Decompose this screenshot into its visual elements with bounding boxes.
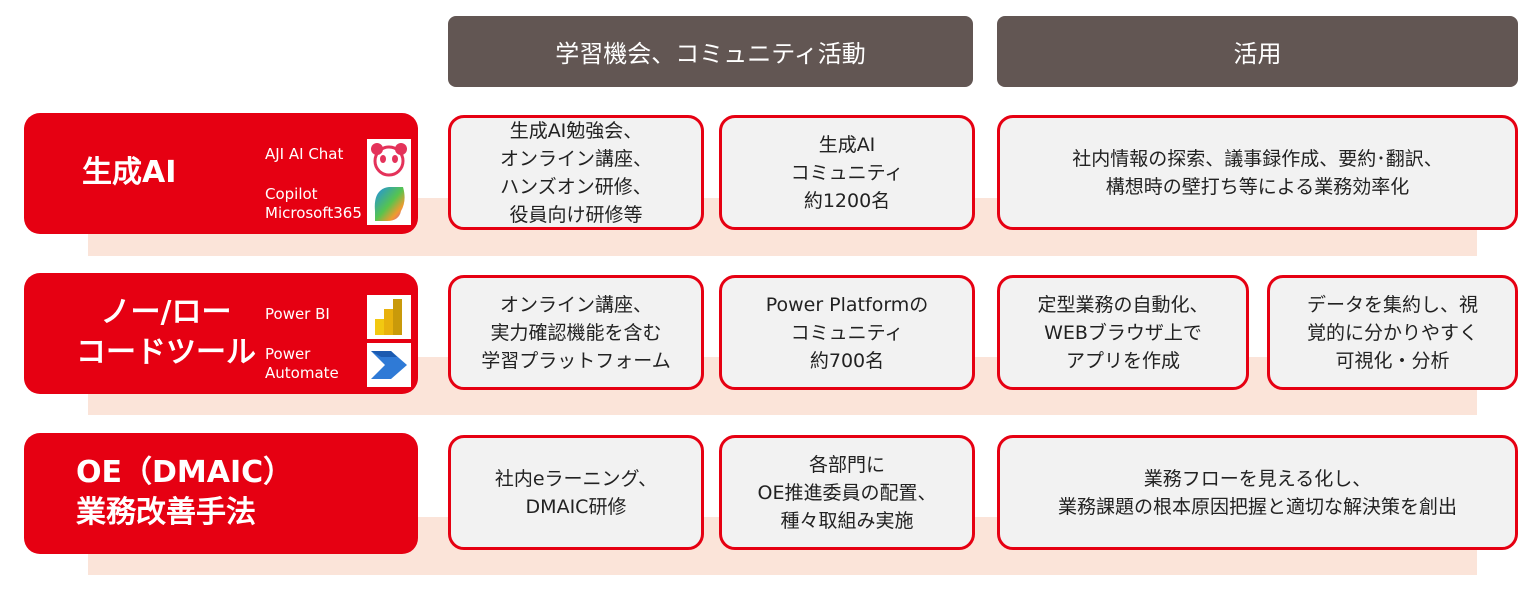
cell-community: 生成AI コミュニティ 約1200名 — [719, 115, 975, 230]
cell-usage: 業務フローを見える化し、 業務課題の根本原因把握と適切な解決策を創出 — [997, 435, 1518, 550]
row-title: ノー/ロー コードツール — [76, 295, 256, 370]
cell-usage: 社内情報の探索、議事録作成、要約･翻訳、 構想時の壁打ち等による業務効率化 — [997, 115, 1518, 230]
row-header-generative-ai: 生成AI AJI AI Chat Copilot Microsoft365 — [24, 113, 418, 234]
cell-learning: オンライン講座、 実力確認機能を含む 学習プラットフォーム — [448, 275, 704, 390]
row-title: 生成AI — [82, 155, 177, 190]
tool-label: Power BI — [265, 305, 330, 323]
cell-learning: 生成AI勉強会、 オンライン講座、 ハンズオン研修、 役員向け研修等 — [448, 115, 704, 230]
header-learning: 学習機会、コミュニティ活動 — [448, 16, 973, 87]
cell-usage: 定型業務の自動化、 WEBブラウザ上で アプリを作成 — [997, 275, 1249, 390]
row-title: OE（DMAIC） 業務改善手法 — [76, 455, 294, 530]
row-header-low-code: ノー/ロー コードツール Power BI Power Automate — [24, 273, 418, 394]
cell-usage: データを集約し、視 覚的に分かりやすく 可視化・分析 — [1267, 275, 1518, 390]
row-header-oe-dmaic: OE（DMAIC） 業務改善手法 — [24, 433, 418, 554]
tool-label: AJI AI Chat — [265, 145, 344, 163]
copilot-icon — [367, 181, 411, 225]
panda-chat-icon — [367, 139, 411, 183]
cell-learning: 社内eラーニング、 DMAIC研修 — [448, 435, 704, 550]
power-bi-icon — [367, 295, 411, 339]
cell-community: 各部門に OE推進委員の配置、 種々取組み実施 — [719, 435, 975, 550]
header-usage: 活用 — [997, 16, 1518, 87]
tool-label: Power Automate — [265, 345, 339, 382]
tool-label: Copilot Microsoft365 — [265, 185, 362, 222]
power-automate-icon — [367, 343, 411, 387]
cell-community: Power Platformの コミュニティ 約700名 — [719, 275, 975, 390]
